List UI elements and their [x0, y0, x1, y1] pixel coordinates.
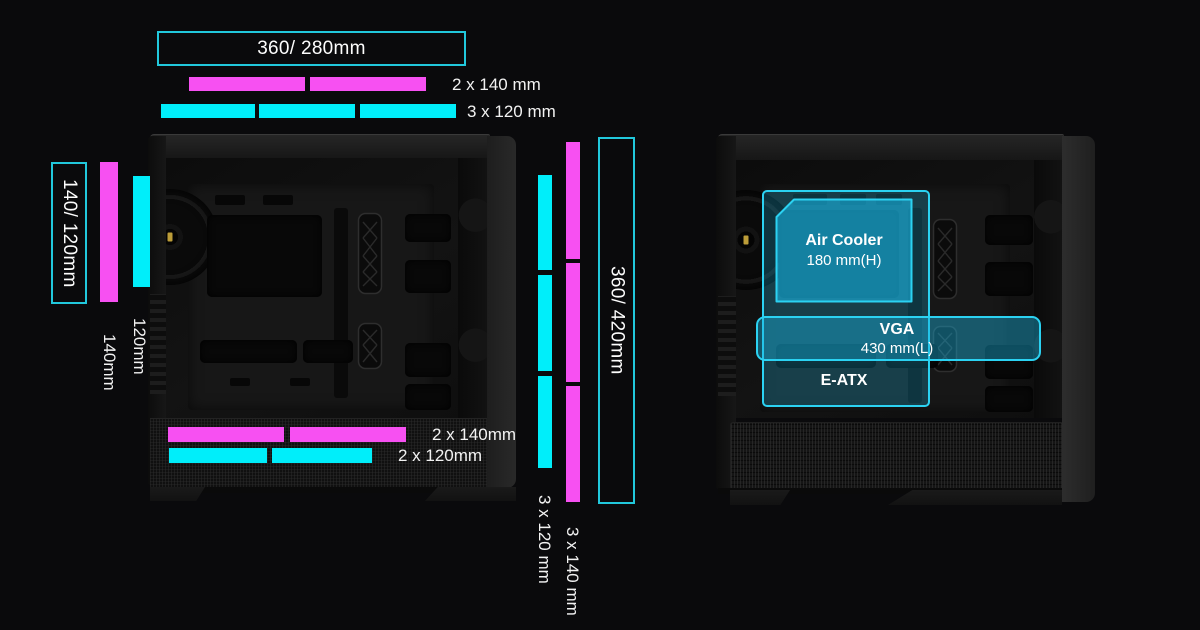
- cable-slot: [215, 195, 245, 205]
- top-fan-bar-120: [259, 104, 355, 118]
- side-fans-140-label: 3 x 140 mm: [563, 527, 582, 616]
- side-fan-bar-120: [538, 175, 552, 270]
- rear-cutout: [985, 386, 1033, 412]
- air-cooler-label-group: Air Cooler 180 mm(H): [777, 200, 911, 301]
- case-base: [718, 488, 1062, 494]
- top-radiator-size-label: 360/ 280mm: [257, 37, 366, 59]
- cable-grommet: [357, 212, 383, 300]
- case-base: [150, 487, 487, 493]
- vga-title: VGA: [879, 321, 915, 338]
- rear-cutout: [405, 384, 451, 410]
- case-foot: [888, 490, 1062, 505]
- bottom-fan-bar-140: [290, 427, 406, 442]
- case-foot: [150, 487, 205, 501]
- cable-grommet: [932, 218, 958, 305]
- rear-fan-column: [458, 158, 487, 418]
- bottom-fan-bar-140: [168, 427, 284, 442]
- top-fans-140-label: 2 x 140 mm: [452, 75, 541, 94]
- rear-cutout: [405, 260, 451, 293]
- front-mesh-vent: [730, 422, 1064, 490]
- side-fan-bar-120: [538, 376, 552, 468]
- top-fan-bar-140: [189, 77, 305, 91]
- side-radiator-size-label: 360/ 420mm: [606, 266, 628, 375]
- top-fan-bar-140: [310, 77, 426, 91]
- side-radiator-size-box: 360/ 420mm: [598, 137, 635, 504]
- front-fan-bar-140: [100, 162, 118, 302]
- bottom-fans-140-label: 2 x 140mm: [432, 425, 517, 444]
- case-foot: [730, 490, 790, 505]
- air-cooler-clearance-zone: [775, 198, 913, 303]
- top-fans-120-label: 3 x 120 mm: [467, 102, 556, 121]
- pc-case-left-view: [148, 134, 516, 501]
- front-radiator-size-box: 140/ 120mm: [51, 162, 87, 304]
- cable-slot: [263, 195, 293, 205]
- cable-grommet: [357, 322, 383, 375]
- air-cooler-title: Air Cooler: [805, 232, 883, 249]
- eatx-label: E-ATX: [820, 372, 868, 389]
- side-panel: [1062, 136, 1095, 502]
- front-fan-140-label: 140mm: [100, 334, 119, 391]
- top-fan-bar-120: [161, 104, 255, 118]
- side-fan-bar-140: [566, 142, 580, 259]
- rear-cutout: [985, 262, 1033, 296]
- side-fan-bar-120: [538, 275, 552, 371]
- case-top-frame: [150, 134, 490, 161]
- front-fan-bar-120: [133, 176, 150, 287]
- rear-cutout: [405, 214, 451, 242]
- rear-cutout: [985, 215, 1033, 245]
- fan-logo-badge: [167, 232, 173, 242]
- top-radiator-size-box: 360/ 280mm: [157, 31, 466, 66]
- cpu-cooler-cutout: [207, 215, 322, 297]
- cable-channel: [334, 208, 348, 398]
- bottom-cutout: [776, 344, 876, 368]
- vga-clearance-zone: [756, 316, 1041, 361]
- front-radiator-size-label: 140/ 120mm: [59, 178, 80, 288]
- case-interior: [166, 158, 487, 418]
- front-cable-combs: [718, 296, 737, 396]
- bottom-slot: [230, 378, 250, 386]
- side-fan-bar-140: [566, 386, 580, 502]
- rear-cutout: [405, 343, 451, 377]
- side-fans-120-label: 3 x 120 mm: [535, 495, 554, 584]
- bottom-fan-bar-120: [272, 448, 372, 463]
- rear-cutout: [985, 345, 1033, 379]
- top-fan-bar-120: [360, 104, 456, 118]
- rear-fan-column: [1034, 160, 1062, 418]
- bottom-cutout: [303, 340, 353, 363]
- case-foot: [425, 487, 516, 501]
- vga-clearance-value: 430 mm(L): [860, 340, 934, 357]
- bottom-cutout: [200, 340, 297, 363]
- side-fan-bar-140: [566, 263, 580, 382]
- air-cooler-clearance-value: 180 mm(H): [806, 252, 882, 269]
- fan-logo-badge: [743, 235, 749, 245]
- front-fan-120-label: 120mm: [130, 318, 149, 375]
- side-panel-rim: [487, 136, 516, 488]
- vga-label-group: VGA 430 mm(L): [826, 321, 968, 357]
- front-cable-combs: [150, 294, 167, 394]
- bottom-fans-120-label: 2 x 120mm: [398, 446, 483, 465]
- bottom-slot: [290, 378, 310, 386]
- case-top-frame: [718, 134, 1064, 163]
- bottom-fan-bar-120: [169, 448, 267, 463]
